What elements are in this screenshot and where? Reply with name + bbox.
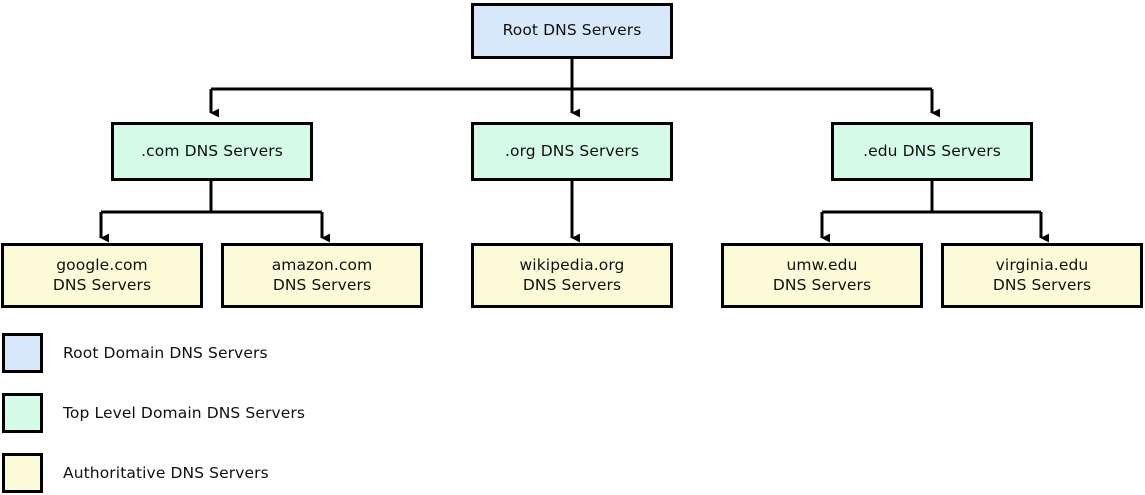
legend-label-root-domain: Root Domain DNS Servers: [63, 344, 268, 362]
legend-swatch-top-level-domain: [2, 393, 43, 433]
node-edu-dns-label: .edu DNS Servers: [863, 141, 1001, 160]
node-org-dns[interactable]: .org DNS Servers: [471, 122, 673, 181]
node-org-dns-label: .org DNS Servers: [504, 141, 640, 160]
node-amazon-dns-label: amazon.com DNS Servers: [271, 255, 373, 294]
node-virginia-dns[interactable]: virginia.edu DNS Servers: [941, 243, 1143, 308]
legend-label-authoritative: Authoritative DNS Servers: [63, 464, 269, 482]
node-edu-dns[interactable]: .edu DNS Servers: [831, 122, 1033, 181]
legend-label-top-level-domain: Top Level Domain DNS Servers: [63, 404, 305, 422]
node-umw-dns[interactable]: umw.edu DNS Servers: [721, 243, 923, 308]
node-root-dns[interactable]: Root DNS Servers: [471, 3, 673, 59]
node-google-dns-label: google.com DNS Servers: [52, 255, 152, 294]
legend-swatch-authoritative: [2, 453, 43, 493]
node-wikipedia-dns[interactable]: wikipedia.org DNS Servers: [471, 243, 673, 308]
node-virginia-dns-label: virginia.edu DNS Servers: [992, 255, 1092, 294]
node-amazon-dns[interactable]: amazon.com DNS Servers: [221, 243, 423, 308]
node-google-dns[interactable]: google.com DNS Servers: [1, 243, 203, 308]
node-umw-dns-label: umw.edu DNS Servers: [772, 255, 872, 294]
node-root-dns-label: Root DNS Servers: [502, 21, 642, 40]
node-wikipedia-dns-label: wikipedia.org DNS Servers: [519, 255, 625, 294]
node-com-dns-label: .com DNS Servers: [141, 141, 283, 160]
legend-swatch-root-domain: [2, 333, 43, 373]
node-com-dns[interactable]: .com DNS Servers: [111, 122, 313, 181]
